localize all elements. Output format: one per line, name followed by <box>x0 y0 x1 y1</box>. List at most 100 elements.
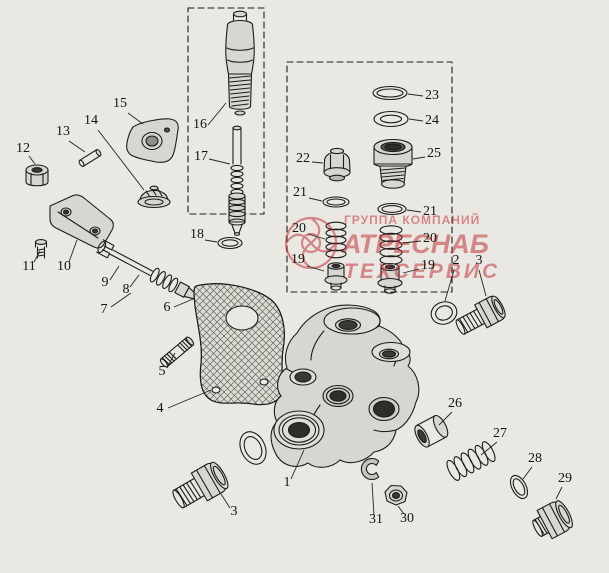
callout-label-31: 31 <box>369 512 383 527</box>
callout-leader-7 <box>110 292 132 308</box>
callout-leader-9 <box>109 265 120 281</box>
callout-leader-23 <box>407 93 424 97</box>
part-17-valve-stem <box>228 125 246 236</box>
part-24-o-ring <box>373 110 409 128</box>
callout-label-30: 30 <box>400 511 414 526</box>
part-5-stud <box>159 336 195 368</box>
watermark-line2: АТРЕСНАБ <box>341 229 489 259</box>
callout-leader-6 <box>173 298 194 308</box>
part-21-o-ring-right <box>377 202 407 216</box>
callout-leader-1 <box>290 449 305 480</box>
callout-leader-25 <box>412 156 426 160</box>
watermark-line3: ТЕХСЕРВИС <box>344 260 500 283</box>
callout-leader-14 <box>97 129 145 191</box>
callout-label-17: 17 <box>194 149 208 164</box>
callout-label-26: 26 <box>448 396 462 411</box>
callout-label-6: 6 <box>164 300 171 315</box>
part-23-o-ring <box>372 85 408 101</box>
callout-label-19: 19 <box>291 252 305 267</box>
part-19-valve-left <box>324 262 348 291</box>
watermark-line1: ГРУППА КОМПАНИЙ <box>344 212 480 227</box>
callout-label-27: 27 <box>493 426 507 441</box>
callout-leader-13 <box>68 140 86 153</box>
callout-leader-11 <box>33 250 41 263</box>
callout-label-20: 20 <box>423 231 437 246</box>
callout-label-18: 18 <box>190 227 204 242</box>
part-20-spring-right <box>379 225 403 265</box>
part-18-seal-ring <box>217 236 243 250</box>
part-26-bushing <box>414 414 449 448</box>
callout-leader-26 <box>438 411 453 426</box>
callout-leader-10 <box>68 239 78 263</box>
part-10-bracket <box>49 194 114 249</box>
part-1-valve-body <box>270 304 420 468</box>
callout-label-3: 3 <box>231 504 238 519</box>
part-2-sealing-ring <box>430 301 458 325</box>
part-16-union-fitting <box>225 10 255 116</box>
callout-label-13: 13 <box>56 124 70 139</box>
callout-leader-31 <box>371 482 375 516</box>
callout-leader-19 <box>402 268 420 274</box>
part-14-diaphragm <box>137 185 171 209</box>
callout-label-3: 3 <box>476 253 483 268</box>
callout-label-28: 28 <box>528 451 542 466</box>
callout-leader-29 <box>555 486 563 500</box>
callout-leader-22 <box>311 161 324 164</box>
callout-label-21: 21 <box>423 204 437 219</box>
callout-label-1: 1 <box>284 475 291 490</box>
part-29-plug <box>532 500 573 540</box>
callout-leader-3 <box>220 493 231 509</box>
callout-label-11: 11 <box>22 259 35 274</box>
callout-label-8: 8 <box>123 282 130 297</box>
callout-label-24: 24 <box>425 113 439 128</box>
callout-leader-21 <box>406 209 422 213</box>
dashed-group-box-left <box>187 7 265 215</box>
part-3-plug-bottom <box>172 461 229 509</box>
part-7-8-9-rod-assembly <box>96 239 200 301</box>
part-25-union-fitting <box>373 138 413 189</box>
callout-leader-3 <box>478 269 487 297</box>
callout-leader-2 <box>444 269 455 302</box>
callout-label-21: 21 <box>293 185 307 200</box>
callout-leader-19 <box>306 265 325 272</box>
callout-label-29: 29 <box>558 471 572 486</box>
callout-label-10: 10 <box>57 259 71 274</box>
part-30-nut <box>384 484 408 506</box>
callout-label-7: 7 <box>101 302 108 317</box>
callout-label-16: 16 <box>193 117 207 132</box>
part-15-cover-plate <box>126 118 179 163</box>
port-seal-ring <box>239 431 267 465</box>
callout-label-14: 14 <box>84 113 98 128</box>
callout-label-4: 4 <box>157 401 164 416</box>
callout-label-12: 12 <box>16 141 30 156</box>
callout-label-20: 20 <box>292 221 306 236</box>
watermark-logo <box>284 216 338 270</box>
callout-leader-5 <box>166 352 176 369</box>
part-12-nut <box>25 164 49 187</box>
callout-leader-20 <box>307 233 326 240</box>
part-31-lock-washer <box>360 457 380 481</box>
callout-label-2: 2 <box>453 253 460 268</box>
part-19-valve-right <box>377 262 403 294</box>
part-11-bolt <box>34 239 48 259</box>
callout-leader-30 <box>397 505 405 515</box>
callout-leader-24 <box>408 118 424 122</box>
callout-label-22: 22 <box>296 151 310 166</box>
callout-leader-27 <box>480 441 498 456</box>
part-27-spring <box>446 441 496 481</box>
watermark: ГРУППА КОМПАНИЙ АТРЕСНАБ ТЕХСЕРВИС <box>284 212 500 283</box>
callout-label-19: 19 <box>421 258 435 273</box>
callout-leader-12 <box>28 155 36 165</box>
part-22-cap-nut <box>323 147 351 182</box>
callout-leader-28 <box>522 466 533 480</box>
part-13-pin <box>78 149 102 167</box>
callout-leader-18 <box>204 239 218 243</box>
callout-leader-17 <box>208 158 231 165</box>
callout-leader-4 <box>167 389 212 409</box>
callout-leader-15 <box>127 112 144 125</box>
callout-leader-21 <box>308 197 323 202</box>
callout-leader-16 <box>207 102 227 126</box>
